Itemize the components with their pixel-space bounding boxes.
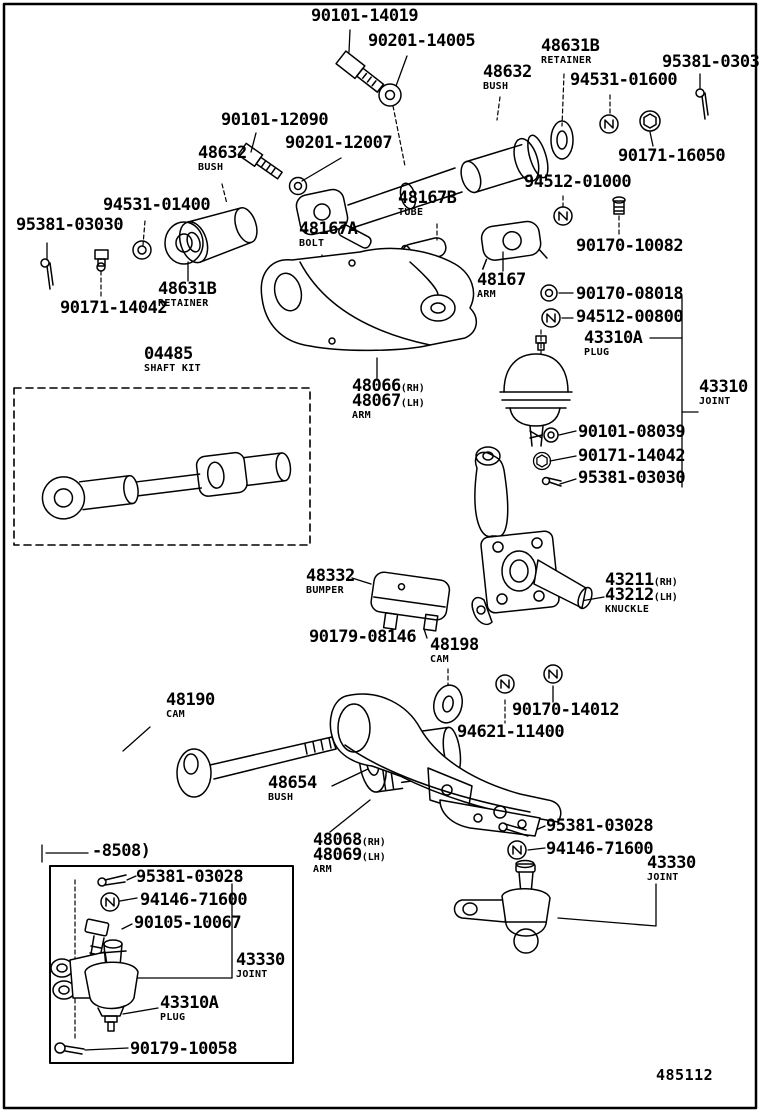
knuckle-drawing [471, 446, 593, 626]
part-label-43211: 43211(RH)43212(LH)KNUCKLE [605, 570, 678, 615]
part-label-90201-14005: 90201-14005 [368, 31, 476, 51]
part-label-90201-12007: 90201-12007 [285, 133, 393, 153]
part-label-90171-16050: 90171-16050 [618, 146, 726, 166]
part-label-90105-10067: 90105-10067 [134, 913, 242, 933]
part-label-90171-14042: 90171-14042 [578, 446, 686, 466]
part-label-94531-01600: 94531-01600 [570, 70, 678, 90]
part-label-48066: 48066(RH)48067(LH)ARM [352, 376, 425, 421]
upper-shaft-assembly-drawing [40, 50, 709, 290]
part-label-95381-03028: 95381-03028 [136, 867, 244, 887]
part-label-48068: 48068(RH)48069(LH)ARM [313, 830, 386, 875]
upper-control-arm-drawing [260, 247, 477, 352]
part-label-90170-10082: 90170-10082 [576, 236, 684, 256]
part-label-95381-03030: 95381-03030 [16, 215, 124, 235]
part-label-95381-03030: 95381-03030 [578, 468, 686, 488]
part-label-94512-00800: 94512-00800 [576, 307, 684, 327]
part-label-90170-14012: 90170-14012 [512, 700, 620, 720]
part-label-94531-01400: 94531-01400 [103, 195, 211, 215]
part-label-90179-10058: 90179-10058 [130, 1039, 238, 1059]
ball-joint-box-drawing [49, 865, 294, 1064]
bumper-drawing [370, 571, 464, 724]
part-label-94621-11400: 94621-11400 [457, 722, 565, 742]
part-label-95381-03030: 95381-03030 [662, 52, 760, 72]
part-label-94512-01000: 94512-01000 [524, 172, 632, 192]
part-label-94146-71600: 94146-71600 [546, 839, 654, 859]
part-label-94146-71600: 94146-71600 [140, 890, 248, 910]
part-label-90101-08039: 90101-08039 [578, 422, 686, 442]
part-label-90101-14019: 90101-14019 [311, 6, 419, 26]
lower-control-arm-drawing [176, 664, 563, 860]
part-label-95381-03028: 95381-03028 [546, 816, 654, 836]
figure-code: 485112 [656, 1066, 714, 1084]
part-label-90179-08146: 90179-08146 [309, 627, 417, 647]
part-label-90101-12090: 90101-12090 [221, 110, 329, 130]
part-label-90170-08018: 90170-08018 [576, 284, 684, 304]
shaft-kit-box-drawing [13, 387, 311, 546]
part-label-90171-14042: 90171-14042 [60, 298, 168, 318]
upper-ball-joint-drawing [499, 284, 573, 487]
lower-ball-joint-drawing [453, 859, 551, 954]
part-label--8508): -8508) [92, 841, 151, 861]
